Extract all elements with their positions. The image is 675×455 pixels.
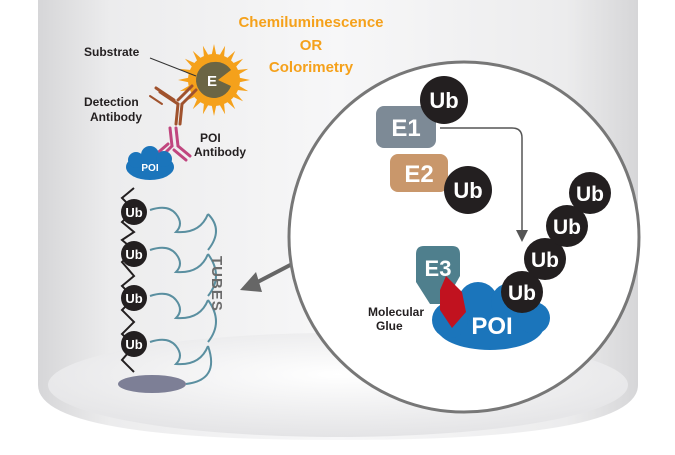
detection-antibody-label-2: Antibody [90, 110, 142, 124]
poly-ub-2-label: Ub [531, 249, 559, 272]
e1-block [376, 106, 436, 148]
chain-ub-1-label: Ub [125, 205, 142, 220]
enzyme-letter: E [207, 73, 217, 90]
poly-ub-chain: Ub Ub Ub Ub [501, 172, 611, 313]
poly-ub-1 [501, 271, 543, 313]
chain-ub-4 [121, 331, 147, 357]
well-bead [118, 375, 186, 393]
readout-chemiluminescence: Chemiluminescence [238, 14, 383, 31]
chain-ub-2 [121, 241, 147, 267]
sun-ray [237, 77, 250, 83]
detection-antibody-label-1: Detection [84, 95, 139, 109]
substrate-label: Substrate [84, 45, 140, 59]
readout-colorimetry: Colorimetry [269, 59, 354, 76]
substrate-pointer [149, 57, 197, 77]
readout-or: OR [300, 37, 323, 54]
e2-ub [444, 166, 492, 214]
chain-ub-4-label: Ub [125, 337, 142, 352]
chain-ub-3 [121, 285, 147, 311]
poi-antibody-label-1: POI [200, 131, 221, 145]
sun-ray [211, 44, 217, 57]
e1-ub-label: Ub [429, 88, 458, 113]
e2-ub-label: Ub [453, 178, 482, 203]
sun-ray [211, 103, 217, 116]
e3-label: E3 [425, 256, 452, 281]
e1-label: E1 [391, 115, 420, 142]
e2-label: E2 [404, 161, 433, 188]
zoom-circle [287, 60, 641, 414]
poi-antibody-label-2: Antibody [194, 145, 246, 159]
zoom-pointer-arrowhead [240, 272, 262, 292]
poly-ub-4-label: Ub [576, 183, 604, 206]
e2-block [390, 154, 448, 192]
detection-antibody-icon [149, 84, 198, 126]
tubes-label: TUBES [208, 256, 225, 312]
small-poi-cloud: POI [126, 146, 174, 180]
molecular-glue-label-1: Molecular [368, 305, 424, 319]
poi-label: POI [471, 313, 512, 340]
chain-ub-2-label: Ub [125, 247, 142, 262]
molecular-glue-label-2: Glue [376, 319, 403, 333]
e1-ub [420, 76, 468, 124]
poly-ub-2 [524, 238, 566, 280]
chain-ub-1 [121, 199, 147, 225]
sun-ray [178, 77, 191, 83]
poly-ub-1-label: Ub [508, 282, 536, 305]
small-poi-label: POI [141, 163, 158, 174]
tubes-binders [149, 206, 217, 385]
poly-ub-3-label: Ub [553, 216, 581, 239]
chain-ub-group: Ub Ub Ub Ub [121, 199, 147, 357]
poly-ub-3 [546, 205, 588, 247]
chain-ub-3-label: Ub [125, 291, 142, 306]
poly-ub-4 [569, 172, 611, 214]
transfer-arrow [440, 127, 528, 242]
molecular-glue-icon [440, 276, 466, 328]
